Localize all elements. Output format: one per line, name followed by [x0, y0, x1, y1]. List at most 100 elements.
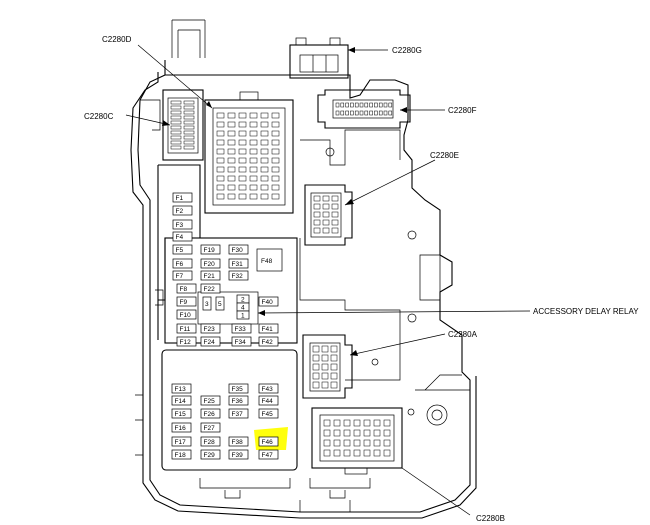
fuse-outline: [200, 244, 221, 255]
connector-pin: [216, 121, 225, 128]
fuse-label: F27: [204, 425, 216, 432]
connector-pin: [345, 110, 349, 116]
connector-pin: [333, 439, 341, 447]
fuse-label: F7: [176, 273, 184, 280]
connector-pin: [271, 166, 280, 173]
fuse-outline: [258, 323, 279, 334]
fuse-label: F9: [180, 299, 188, 306]
fuse-f43: F43: [258, 383, 279, 394]
connector-pin: [260, 148, 269, 155]
connector-pin: [322, 219, 330, 226]
connector-pin: [330, 345, 338, 353]
fuse-label: F43: [262, 386, 274, 393]
connector-pin: [374, 102, 378, 108]
fuse-outline: [171, 449, 192, 460]
connector-pin: [170, 125, 182, 130]
fuse-f10: F10: [176, 309, 197, 320]
fuse-label: F20: [204, 261, 216, 268]
fuse-outline: [171, 383, 192, 394]
connector-pin: [183, 125, 195, 130]
connector-c2280d-body: [204, 91, 294, 214]
connector-pin: [170, 130, 182, 135]
connector-pin: [373, 429, 381, 437]
fuse-label: F45: [262, 411, 274, 418]
fuse-f39: F39: [228, 449, 249, 460]
fuse-outline: [172, 231, 193, 242]
connector-pin: [249, 130, 258, 137]
connector-pin: [312, 372, 320, 380]
fuse-outline: [256, 248, 283, 272]
fuse-outline: [171, 436, 192, 447]
fuse-outline: [231, 336, 252, 347]
connector-pin: [312, 345, 320, 353]
fuse-f24: F24: [200, 336, 221, 347]
connector-pin: [216, 139, 225, 146]
fuse-group: F1F2F3F4F5F6F7F8F9F10F11F12F13F14F15F16F…: [171, 192, 288, 460]
fuse-outline: [171, 408, 192, 419]
connector-pin: [238, 166, 247, 173]
fuse-label: F38: [232, 439, 244, 446]
fuse-box-housing: [130, 19, 477, 519]
fuse-outline: [172, 270, 193, 281]
fuse-label: F33: [235, 326, 247, 333]
fuse-outline: [231, 323, 252, 334]
connector-pin: [364, 110, 369, 116]
connector-pin: [363, 439, 371, 447]
connector-pin: [388, 110, 393, 116]
fuse-f8: F8: [176, 283, 197, 294]
fuse-label: F39: [232, 452, 244, 459]
fuse-f26: F26: [200, 408, 221, 419]
fuse-label: F8: [180, 286, 188, 293]
fuse-f5: F5: [172, 244, 193, 255]
fuse-f19: F19: [200, 244, 221, 255]
connector-pin: [330, 363, 338, 371]
arrow-head-icon: [206, 101, 212, 108]
connector-pin: [383, 419, 391, 427]
connector-pin: [312, 381, 320, 389]
connector-pin: [183, 115, 195, 120]
fuse-outline: [228, 258, 249, 269]
connector-pin: [373, 439, 381, 447]
connector-pin: [353, 429, 361, 437]
connector-pin: [313, 227, 321, 234]
connector-pin: [378, 110, 383, 116]
connector-pin: [216, 130, 225, 137]
fuse-f37: F37: [228, 408, 249, 419]
fuse-label: F6: [176, 261, 184, 268]
fuse-label: F11: [180, 326, 191, 333]
connector-pin: [260, 121, 269, 128]
fuse-outline: [228, 395, 249, 406]
connector-pin: [330, 354, 338, 362]
connector-pin: [227, 139, 236, 146]
fuse-label: F34: [235, 339, 247, 346]
fuse-outline: [258, 336, 279, 347]
fuse-f27: F27: [200, 422, 221, 433]
callout-c2280g: C2280G: [392, 46, 422, 55]
connector-pin: [331, 227, 339, 234]
fuse-f18: F18: [171, 449, 192, 460]
connector-pin: [249, 148, 258, 155]
fuse-outline: [228, 270, 249, 281]
connector-pin: [260, 184, 269, 191]
connector-pin: [271, 121, 280, 128]
connector-c2280e-body: [304, 184, 353, 246]
fuse-label: F32: [232, 273, 244, 280]
connector-pin: [313, 219, 321, 226]
fuse-f29: F29: [200, 449, 221, 460]
connector-pin: [183, 145, 195, 150]
callout-c2280e: C2280E: [430, 151, 459, 160]
relay-slot-5: 5: [215, 296, 225, 311]
fuse-outline: [228, 436, 249, 447]
fuse-label: F22: [204, 286, 216, 293]
fuse-outline: [176, 283, 197, 294]
fuse-outline: [200, 422, 221, 433]
fuse-label: F3: [176, 222, 184, 229]
fuse-f12: F12: [176, 336, 197, 347]
fuse-f33: F33: [231, 323, 252, 334]
connector-pin: [363, 449, 371, 457]
callout-c2280b-partial: C2280B: [476, 514, 505, 523]
fuse-outline: [200, 395, 221, 406]
connector-pin: [260, 166, 269, 173]
fuse-outline: [176, 309, 197, 320]
connector-pin: [227, 175, 236, 182]
